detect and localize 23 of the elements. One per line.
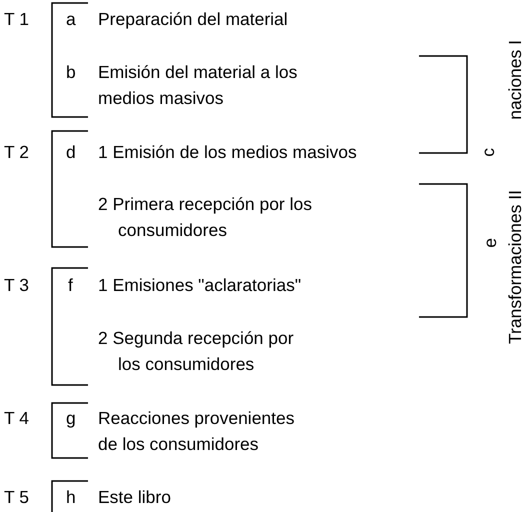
step-letter: g xyxy=(66,407,76,430)
group-label: naciones I xyxy=(504,40,526,120)
step-text: 2 Primera recepción por los consumidores xyxy=(98,193,313,242)
step-text: 1 Emisión de los medios masivos xyxy=(98,141,357,164)
step-text: 1 Emisiones "aclaratorias" xyxy=(98,274,302,297)
step-text: Este libro xyxy=(98,486,171,509)
group-letter: e xyxy=(479,238,501,248)
time-label: T 2 xyxy=(4,141,29,164)
time-label: T 1 xyxy=(4,8,29,31)
time-label: T 4 xyxy=(4,407,29,430)
step-letter: d xyxy=(66,141,76,164)
step-text: 2 Segunda recepción por los consumidores xyxy=(98,327,295,376)
step-letter: h xyxy=(66,486,76,509)
step-text: Emisión del material a los medios masivos xyxy=(98,61,298,110)
step-letter: f xyxy=(68,274,73,297)
step-letter: a xyxy=(66,8,76,31)
step-letter: b xyxy=(66,61,76,84)
group-letter: c xyxy=(477,148,499,157)
time-label: T 3 xyxy=(4,274,29,297)
step-text: Preparación del material xyxy=(98,8,288,31)
time-label: T 5 xyxy=(4,486,29,509)
group-label: Transformaciones II xyxy=(504,190,526,344)
step-text: Reacciones provenientes de los consumidores xyxy=(98,407,296,456)
